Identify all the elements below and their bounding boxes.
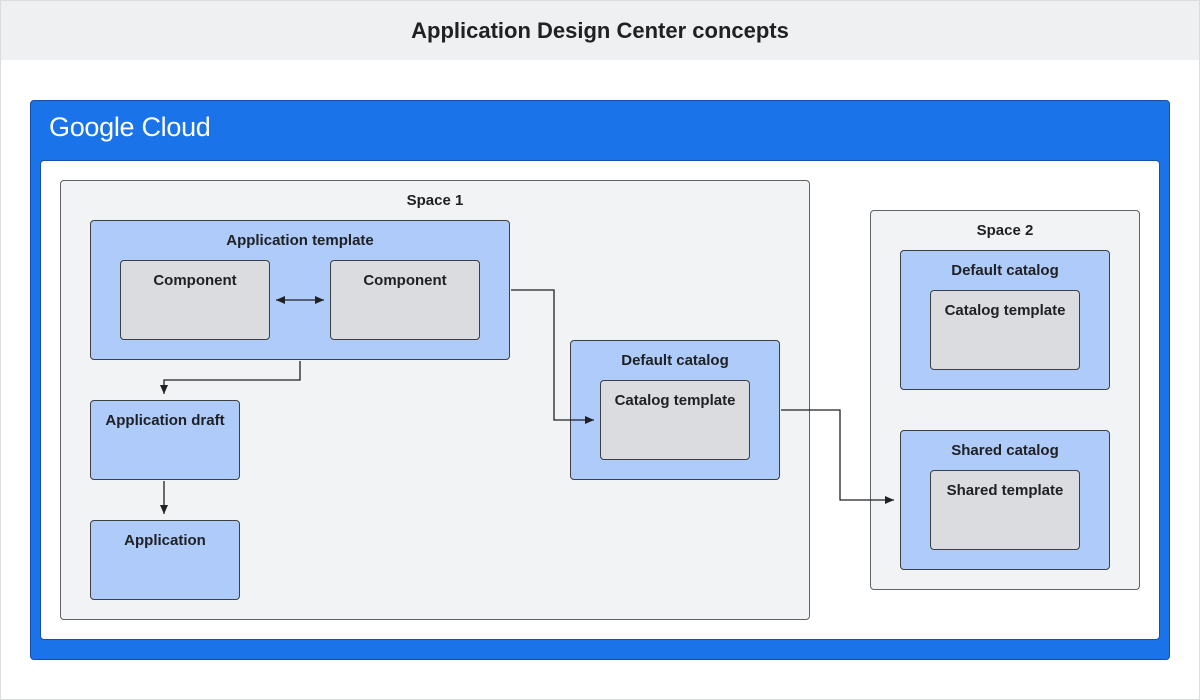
space-2-catalog-template-box: Catalog template: [930, 290, 1080, 370]
diagram-title: Application Design Center concepts: [411, 17, 789, 43]
component-box-2: Component: [330, 260, 480, 340]
diagram-title-bar: Application Design Center concepts: [1, 1, 1199, 60]
google-cloud-logo: Google Cloud: [49, 112, 211, 142]
application-box: Application: [90, 520, 240, 600]
shared-catalog-label: Shared catalog: [951, 442, 1059, 459]
shared-template-box: Shared template: [930, 470, 1080, 550]
shared-template-label: Shared template: [946, 482, 1064, 499]
application-draft-box: Application draft: [90, 400, 240, 480]
space-2-catalog-template-label: Catalog template: [944, 302, 1066, 319]
application-label: Application: [124, 532, 206, 549]
space-1-catalog-template-box: Catalog template: [600, 380, 750, 460]
space-1-default-catalog-label: Default catalog: [621, 352, 729, 369]
space-2-label: Space 2: [976, 222, 1034, 239]
space-1-label: Space 1: [406, 192, 464, 209]
component-label-1: Component: [153, 272, 237, 289]
component-box-1: Component: [120, 260, 270, 340]
application-template-label: Application template: [226, 232, 374, 249]
application-draft-label: Application draft: [105, 412, 225, 429]
space-1-catalog-template-label: Catalog template: [614, 392, 736, 409]
space-2-default-catalog-label: Default catalog: [951, 262, 1059, 279]
component-label-2: Component: [363, 272, 447, 289]
